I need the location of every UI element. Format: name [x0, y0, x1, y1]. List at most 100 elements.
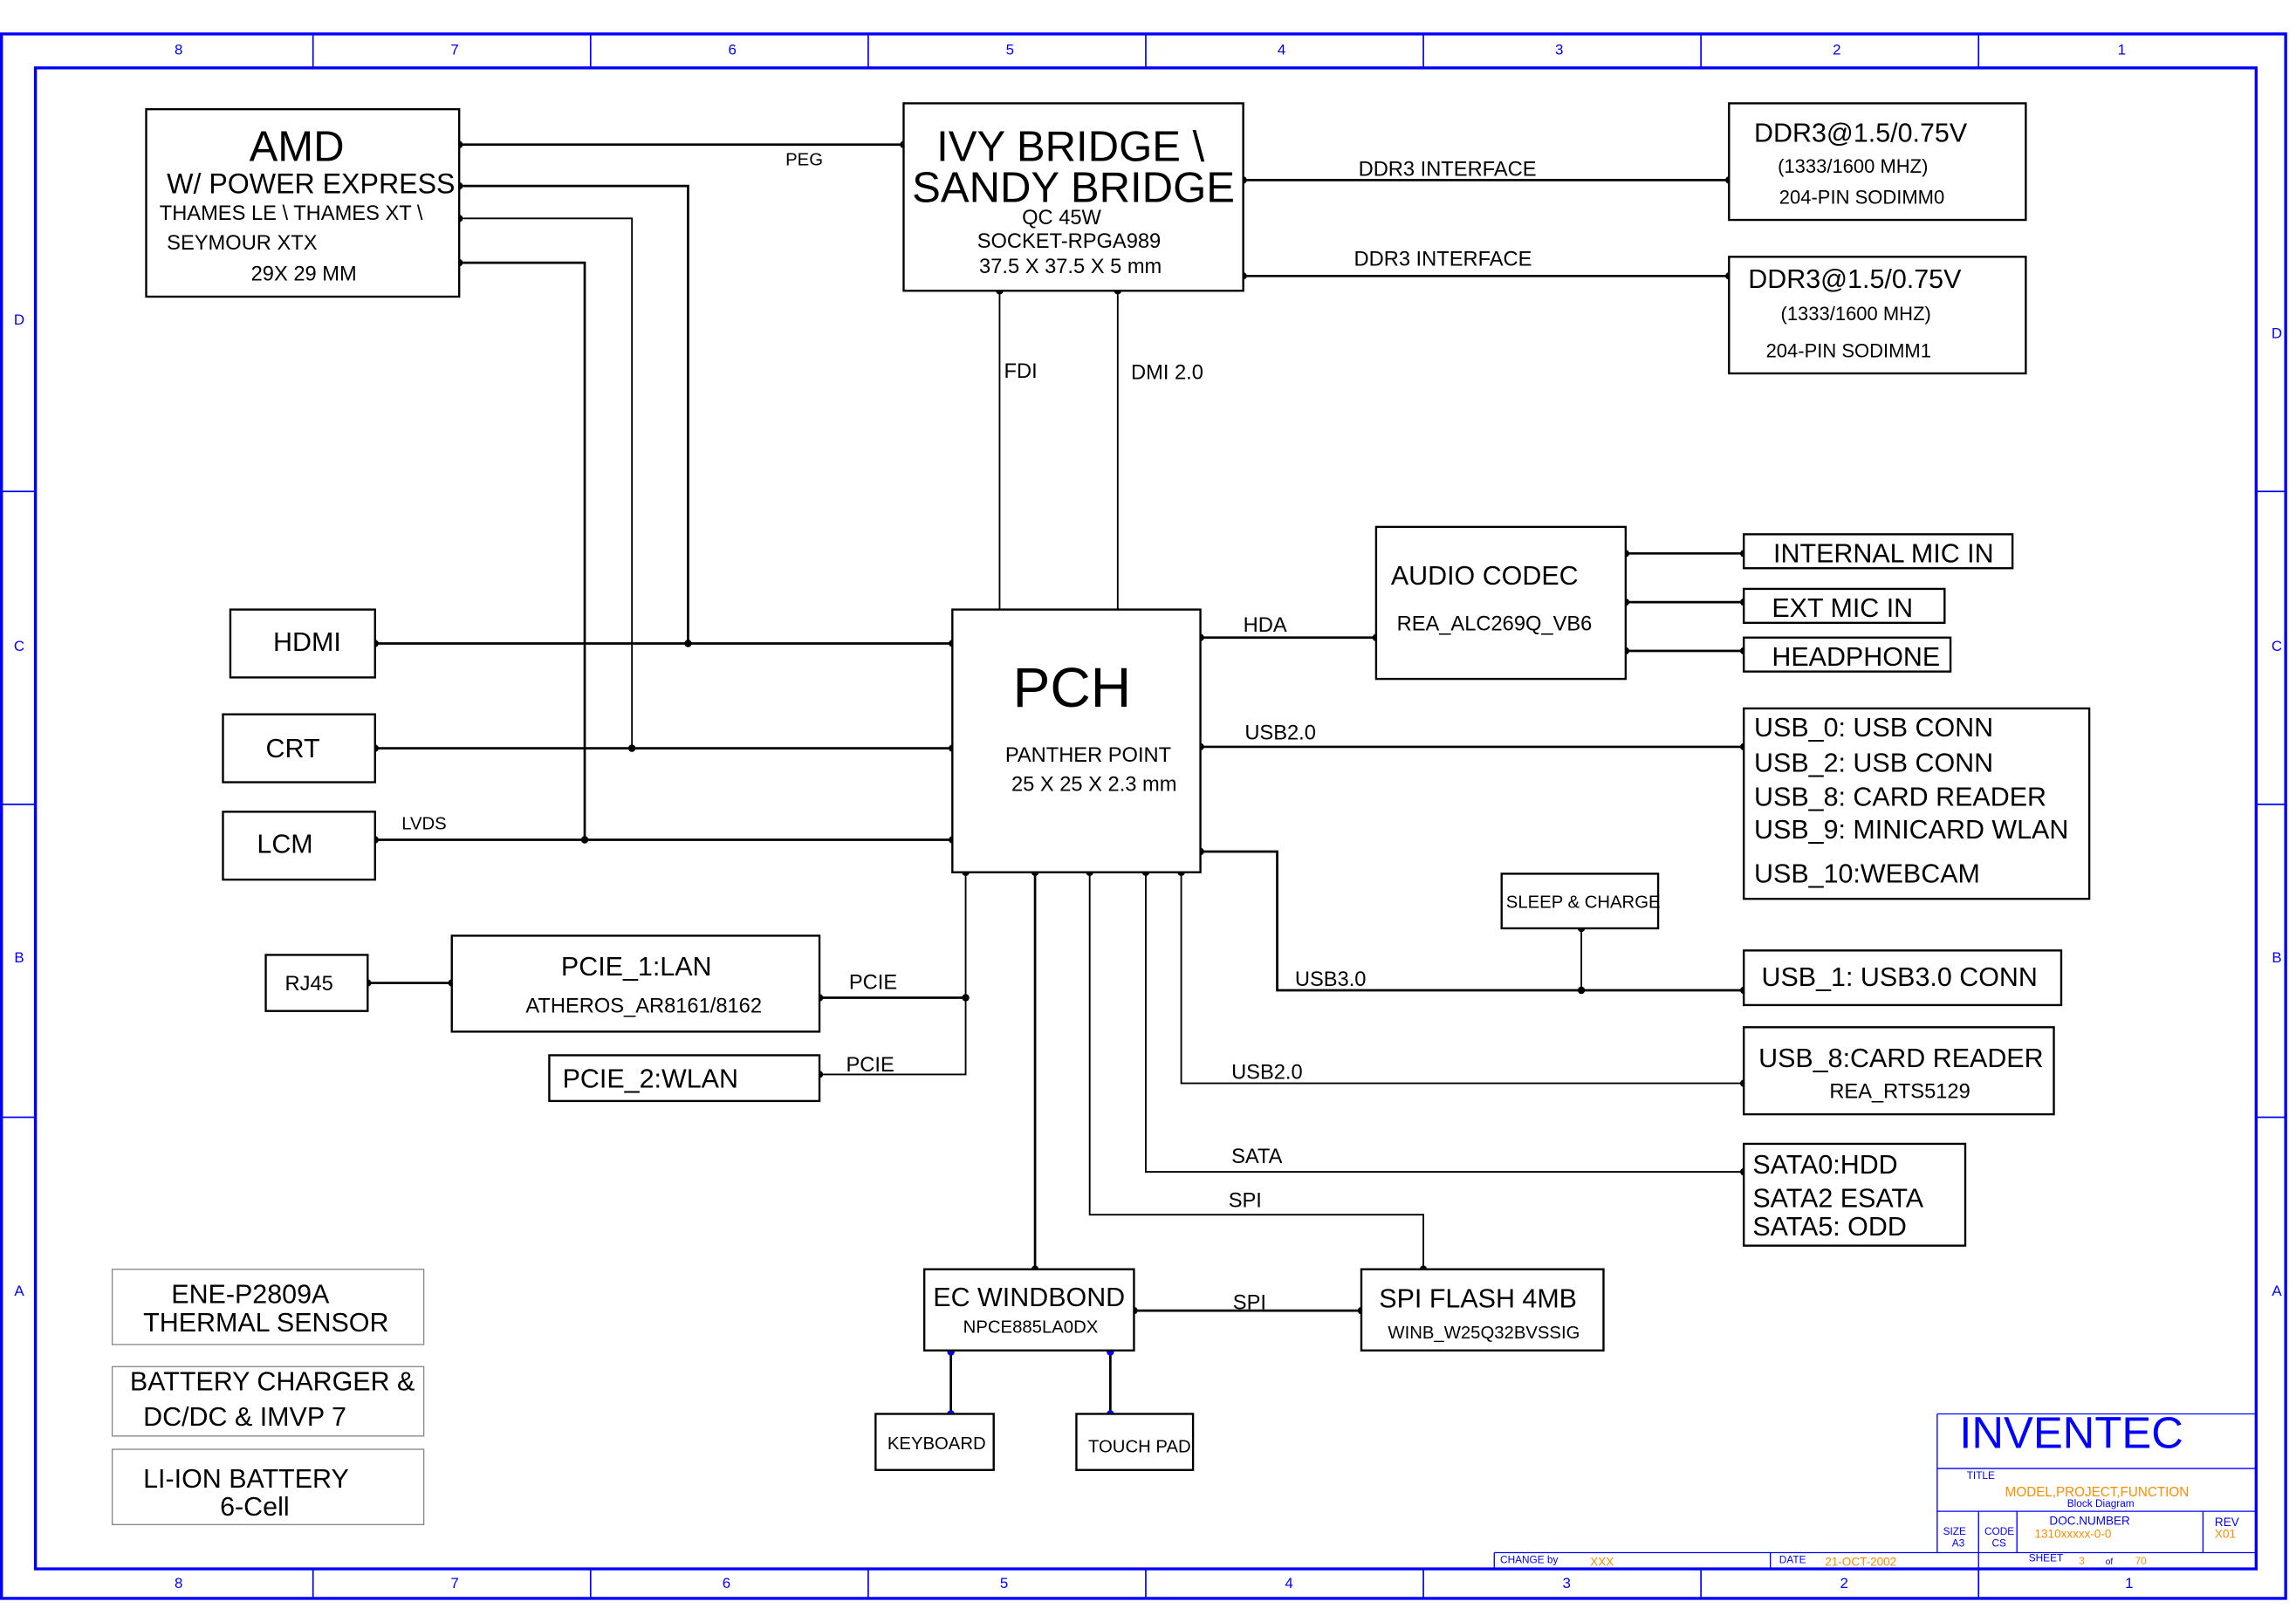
wire-pcie-wlan	[819, 872, 967, 1076]
block-line: USB_8: CARD READER	[1754, 783, 2046, 812]
block-line: 29X 29 MM	[251, 263, 357, 285]
block-outline	[1360, 1268, 1605, 1352]
block-outline	[1728, 102, 2027, 222]
outer-border	[0, 32, 2287, 1600]
wire-usb30	[1200, 850, 1744, 992]
wire-sata	[1145, 872, 1744, 1174]
block-sleep-charge: SLEEP & CHARGE	[1500, 873, 1661, 930]
block-title: EXT MIC IN	[1772, 593, 1913, 623]
title-subtitle: Block Diagram	[2067, 1497, 2135, 1509]
block-outline	[874, 1413, 995, 1471]
sheet-of-label: of	[2106, 1557, 2114, 1567]
block-outline	[1374, 525, 1628, 681]
block-title: TOUCH PAD	[1088, 1437, 1191, 1456]
block-title: EC WINDBOND	[933, 1283, 1125, 1312]
block-battery-charger: BATTERY CHARGER & DC/DC & IMVP 7	[111, 1365, 425, 1437]
block-part: NPCE885LA0DX	[963, 1317, 1099, 1337]
block-outline	[1728, 256, 2027, 375]
row-label: A	[2272, 1283, 2282, 1299]
block-keyboard: KEYBOARD	[874, 1413, 995, 1471]
column-label: 6	[729, 42, 737, 58]
column-label: 6	[723, 1575, 730, 1591]
block-rj45: RJ45	[264, 954, 369, 1012]
block-line: DC/DC & IMVP 7	[143, 1402, 346, 1432]
block-wlan: PCIE_2:WLAN	[548, 1054, 821, 1103]
block-title: IVY BRIDGE \	[936, 123, 1205, 170]
block-title: LCM	[257, 830, 312, 859]
signal-pcie-wlan: PCIE	[846, 1054, 894, 1077]
drawing-frame: 8 7 6 5 4 3 2 1 8 7 6 5 4 3 2 1 D C B A …	[0, 32, 2287, 1600]
column-label: 8	[175, 42, 182, 58]
wire-spi-pch	[1088, 872, 1424, 1270]
wires	[367, 143, 1744, 1413]
block-line: SOCKET-RPGA989	[977, 230, 1162, 253]
column-label: 3	[1562, 1575, 1570, 1591]
block-outline	[1743, 636, 1952, 673]
block-outline	[1743, 949, 2063, 1007]
row-label: B	[2272, 949, 2281, 966]
block-line: ENE-P2809A	[171, 1280, 330, 1310]
block-sodimm0: DDR3@1.5/0.75V (1333/1600 MHZ) 204-PIN S…	[1728, 102, 2027, 222]
block-outline	[145, 107, 461, 298]
column-label: 4	[1285, 1575, 1292, 1591]
block-line: SATA2 ESATA	[1752, 1184, 1923, 1214]
block-thermal-sensor: ENE-P2809A THERMAL SENSOR	[111, 1269, 425, 1345]
block-headphone: HEADPHONE	[1743, 636, 1952, 673]
block-title: INTERNAL MIC IN	[1773, 538, 1994, 568]
code-value: CS	[1991, 1537, 2006, 1550]
block-line: 6-Cell	[220, 1492, 290, 1522]
block-outline	[951, 608, 1202, 873]
block-part: WINB_W25Q32BVSSIG	[1388, 1324, 1580, 1343]
column-label: 7	[450, 42, 458, 58]
signal-hda: HDA	[1244, 614, 1287, 637]
block-title: HEADPHONE	[1772, 642, 1940, 672]
signal-sata: SATA	[1231, 1146, 1283, 1168]
block-lcm: LCM	[222, 811, 376, 881]
title-value: MODEL,PROJECT,FUNCTION	[2005, 1485, 2190, 1500]
block-outline	[229, 608, 376, 679]
title-label: TITLE	[1967, 1469, 1995, 1482]
block-line: USB_9: MINICARD WLAN	[1754, 815, 2068, 845]
company-name: INVENTEC	[1959, 1407, 2183, 1457]
block-title: SANDY BRIDGE	[912, 165, 1235, 212]
block-outline	[111, 1448, 425, 1526]
block-line: SEYMOUR XTX	[167, 232, 318, 255]
block-outline	[1075, 1413, 1195, 1471]
block-outline	[222, 811, 376, 881]
column-label: 4	[1278, 42, 1285, 58]
block-line: 204-PIN SODIMM0	[1779, 186, 1944, 208]
card-reader-part: REA_RTS5129	[1829, 1081, 1970, 1104]
size-label: SIZE	[1943, 1525, 1966, 1537]
wire-amd-lvds	[459, 261, 586, 840]
block-line: USB_10:WEBCAM	[1754, 859, 1980, 889]
block-title: AUDIO CODEC	[1391, 561, 1579, 591]
column-label: 1	[2125, 1575, 2133, 1591]
block-cpu: IVY BRIDGE \ SANDY BRIDGE QC 45W SOCKET-…	[902, 102, 1244, 292]
signal-dmi: DMI 2.0	[1131, 362, 1203, 385]
block-title: DDR3@1.5/0.75V	[1754, 118, 1968, 147]
block-line: W/ POWER EXPRESS	[167, 168, 455, 200]
block-spi-flash: SPI FLASH 4MB WINB_W25Q32BVSSIG	[1360, 1268, 1605, 1352]
change-by-label: CHANGE by	[1500, 1553, 1558, 1565]
block-part: REA_ALC269Q_VB6	[1397, 613, 1593, 635]
block-ec: EC WINDBOND NPCE885LA0DX	[922, 1268, 1135, 1352]
sheet-total: 70	[2135, 1555, 2148, 1567]
signal-spi-pch: SPI	[1229, 1190, 1262, 1213]
signal-usb20-top: USB2.0	[1244, 722, 1316, 744]
block-title: PCIE_2:WLAN	[563, 1064, 738, 1094]
block-outline	[922, 1268, 1135, 1352]
date-label: DATE	[1779, 1553, 1806, 1565]
row-label: B	[14, 949, 24, 966]
column-label: 8	[175, 1575, 182, 1591]
signal-ddr3-a: DDR3 INTERFACE	[1359, 158, 1537, 181]
block-crt: CRT	[222, 713, 376, 784]
block-title: USB_8:CARD READER	[1758, 1044, 2043, 1073]
block-line: THAMES LE \ THAMES XT \	[160, 202, 423, 225]
block-title: DDR3@1.5/0.75V	[1748, 264, 1962, 294]
wire-amd-crt	[459, 217, 634, 749]
signal-pcie-lan: PCIE	[849, 971, 897, 994]
column-label: 7	[450, 1575, 458, 1591]
block-title: USB_1: USB3.0 CONN	[1762, 962, 2038, 992]
block-line: 204-PIN SODIMM1	[1766, 339, 1931, 361]
